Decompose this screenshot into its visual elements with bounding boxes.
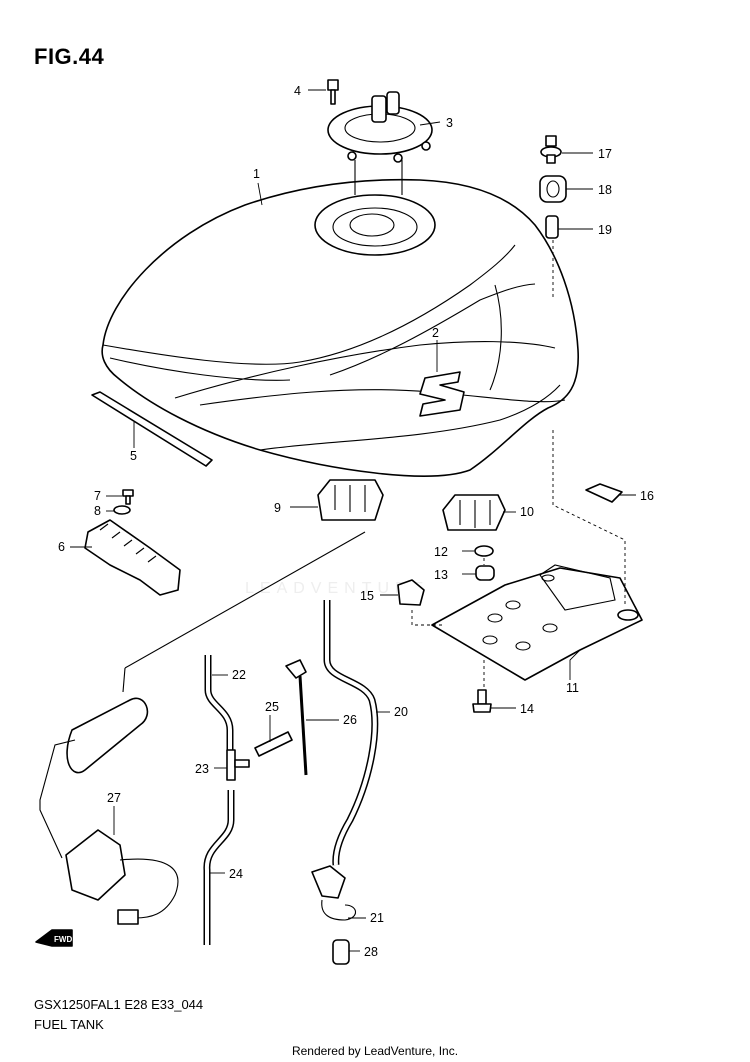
mount-plate[interactable] <box>431 564 643 681</box>
callout-27: 27 <box>107 791 121 805</box>
bracket-washer[interactable] <box>113 505 131 515</box>
callout-21: 21 <box>370 911 384 925</box>
side-cushion[interactable] <box>397 579 425 606</box>
callout-11: 11 <box>566 681 579 695</box>
rear-bracket[interactable] <box>84 519 181 596</box>
pivot-bushing[interactable] <box>539 175 567 203</box>
hose-joint[interactable] <box>254 731 293 757</box>
fwd-arrow-icon: FWD <box>35 929 73 947</box>
callout-18: 18 <box>598 183 612 197</box>
figure-title: FIG.44 <box>34 44 105 69</box>
pivot-collar[interactable] <box>545 215 559 239</box>
cap-bolt[interactable] <box>327 79 339 105</box>
tank-emblem[interactable] <box>419 371 465 417</box>
callout-17: 17 <box>598 147 612 161</box>
callout-22: 22 <box>232 668 246 682</box>
rear-cushion[interactable] <box>442 494 506 531</box>
callout-13: 13 <box>434 568 448 582</box>
callout-2: 2 <box>432 326 439 340</box>
mount-bolt[interactable] <box>472 689 492 713</box>
hose-cap[interactable] <box>311 865 357 921</box>
callout-4: 4 <box>294 84 301 98</box>
callout-labels: 1 2 3 4 5 6 7 8 9 10 11 12 13 14 15 16 1… <box>58 84 654 959</box>
callout-5: 5 <box>130 449 137 463</box>
breather-hose[interactable] <box>323 600 379 866</box>
grommet[interactable] <box>475 565 495 581</box>
callout-7: 7 <box>94 489 101 503</box>
callout-14: 14 <box>520 702 534 716</box>
fuel-cap[interactable] <box>327 91 433 163</box>
callout-20: 20 <box>394 705 408 719</box>
callout-19: 19 <box>598 223 612 237</box>
lower-drain-hose[interactable] <box>203 790 235 945</box>
pivot-bolt[interactable] <box>540 135 562 164</box>
callout-16: 16 <box>640 489 654 503</box>
upper-drain-hose[interactable] <box>204 655 234 755</box>
callout-25: 25 <box>265 700 279 714</box>
fuel-tank[interactable] <box>101 178 579 477</box>
callout-3: 3 <box>446 116 453 130</box>
callout-24: 24 <box>229 867 243 881</box>
callout-1: 1 <box>253 167 260 181</box>
callout-26: 26 <box>343 713 357 727</box>
callout-28: 28 <box>364 945 378 959</box>
callout-9: 9 <box>274 501 281 515</box>
callout-6: 6 <box>58 540 65 554</box>
section-name: FUEL TANK <box>34 1017 104 1032</box>
bracket-screw[interactable] <box>122 489 134 505</box>
callout-12: 12 <box>434 545 448 559</box>
watermark: LEADVENTURE <box>245 580 430 597</box>
hose-clamp-rod[interactable] <box>285 659 308 776</box>
front-cushion[interactable] <box>317 479 384 521</box>
callout-15: 15 <box>360 589 374 603</box>
fwd-label: FWD <box>54 935 72 944</box>
callout-10: 10 <box>520 505 534 519</box>
tank-cushion-strip[interactable] <box>91 391 213 467</box>
render-credit: Rendered by LeadVenture, Inc. <box>291 1044 459 1058</box>
t-joint[interactable] <box>226 749 250 781</box>
fuel-level-sender[interactable] <box>39 697 179 925</box>
leader-lines <box>70 89 636 952</box>
rubber-pad[interactable] <box>585 483 623 503</box>
callout-8: 8 <box>94 504 101 518</box>
end-cap[interactable] <box>332 939 350 965</box>
callout-23: 23 <box>195 762 209 776</box>
collar[interactable] <box>474 545 494 557</box>
model-code: GSX1250FAL1 E28 E33_044 <box>34 997 204 1012</box>
